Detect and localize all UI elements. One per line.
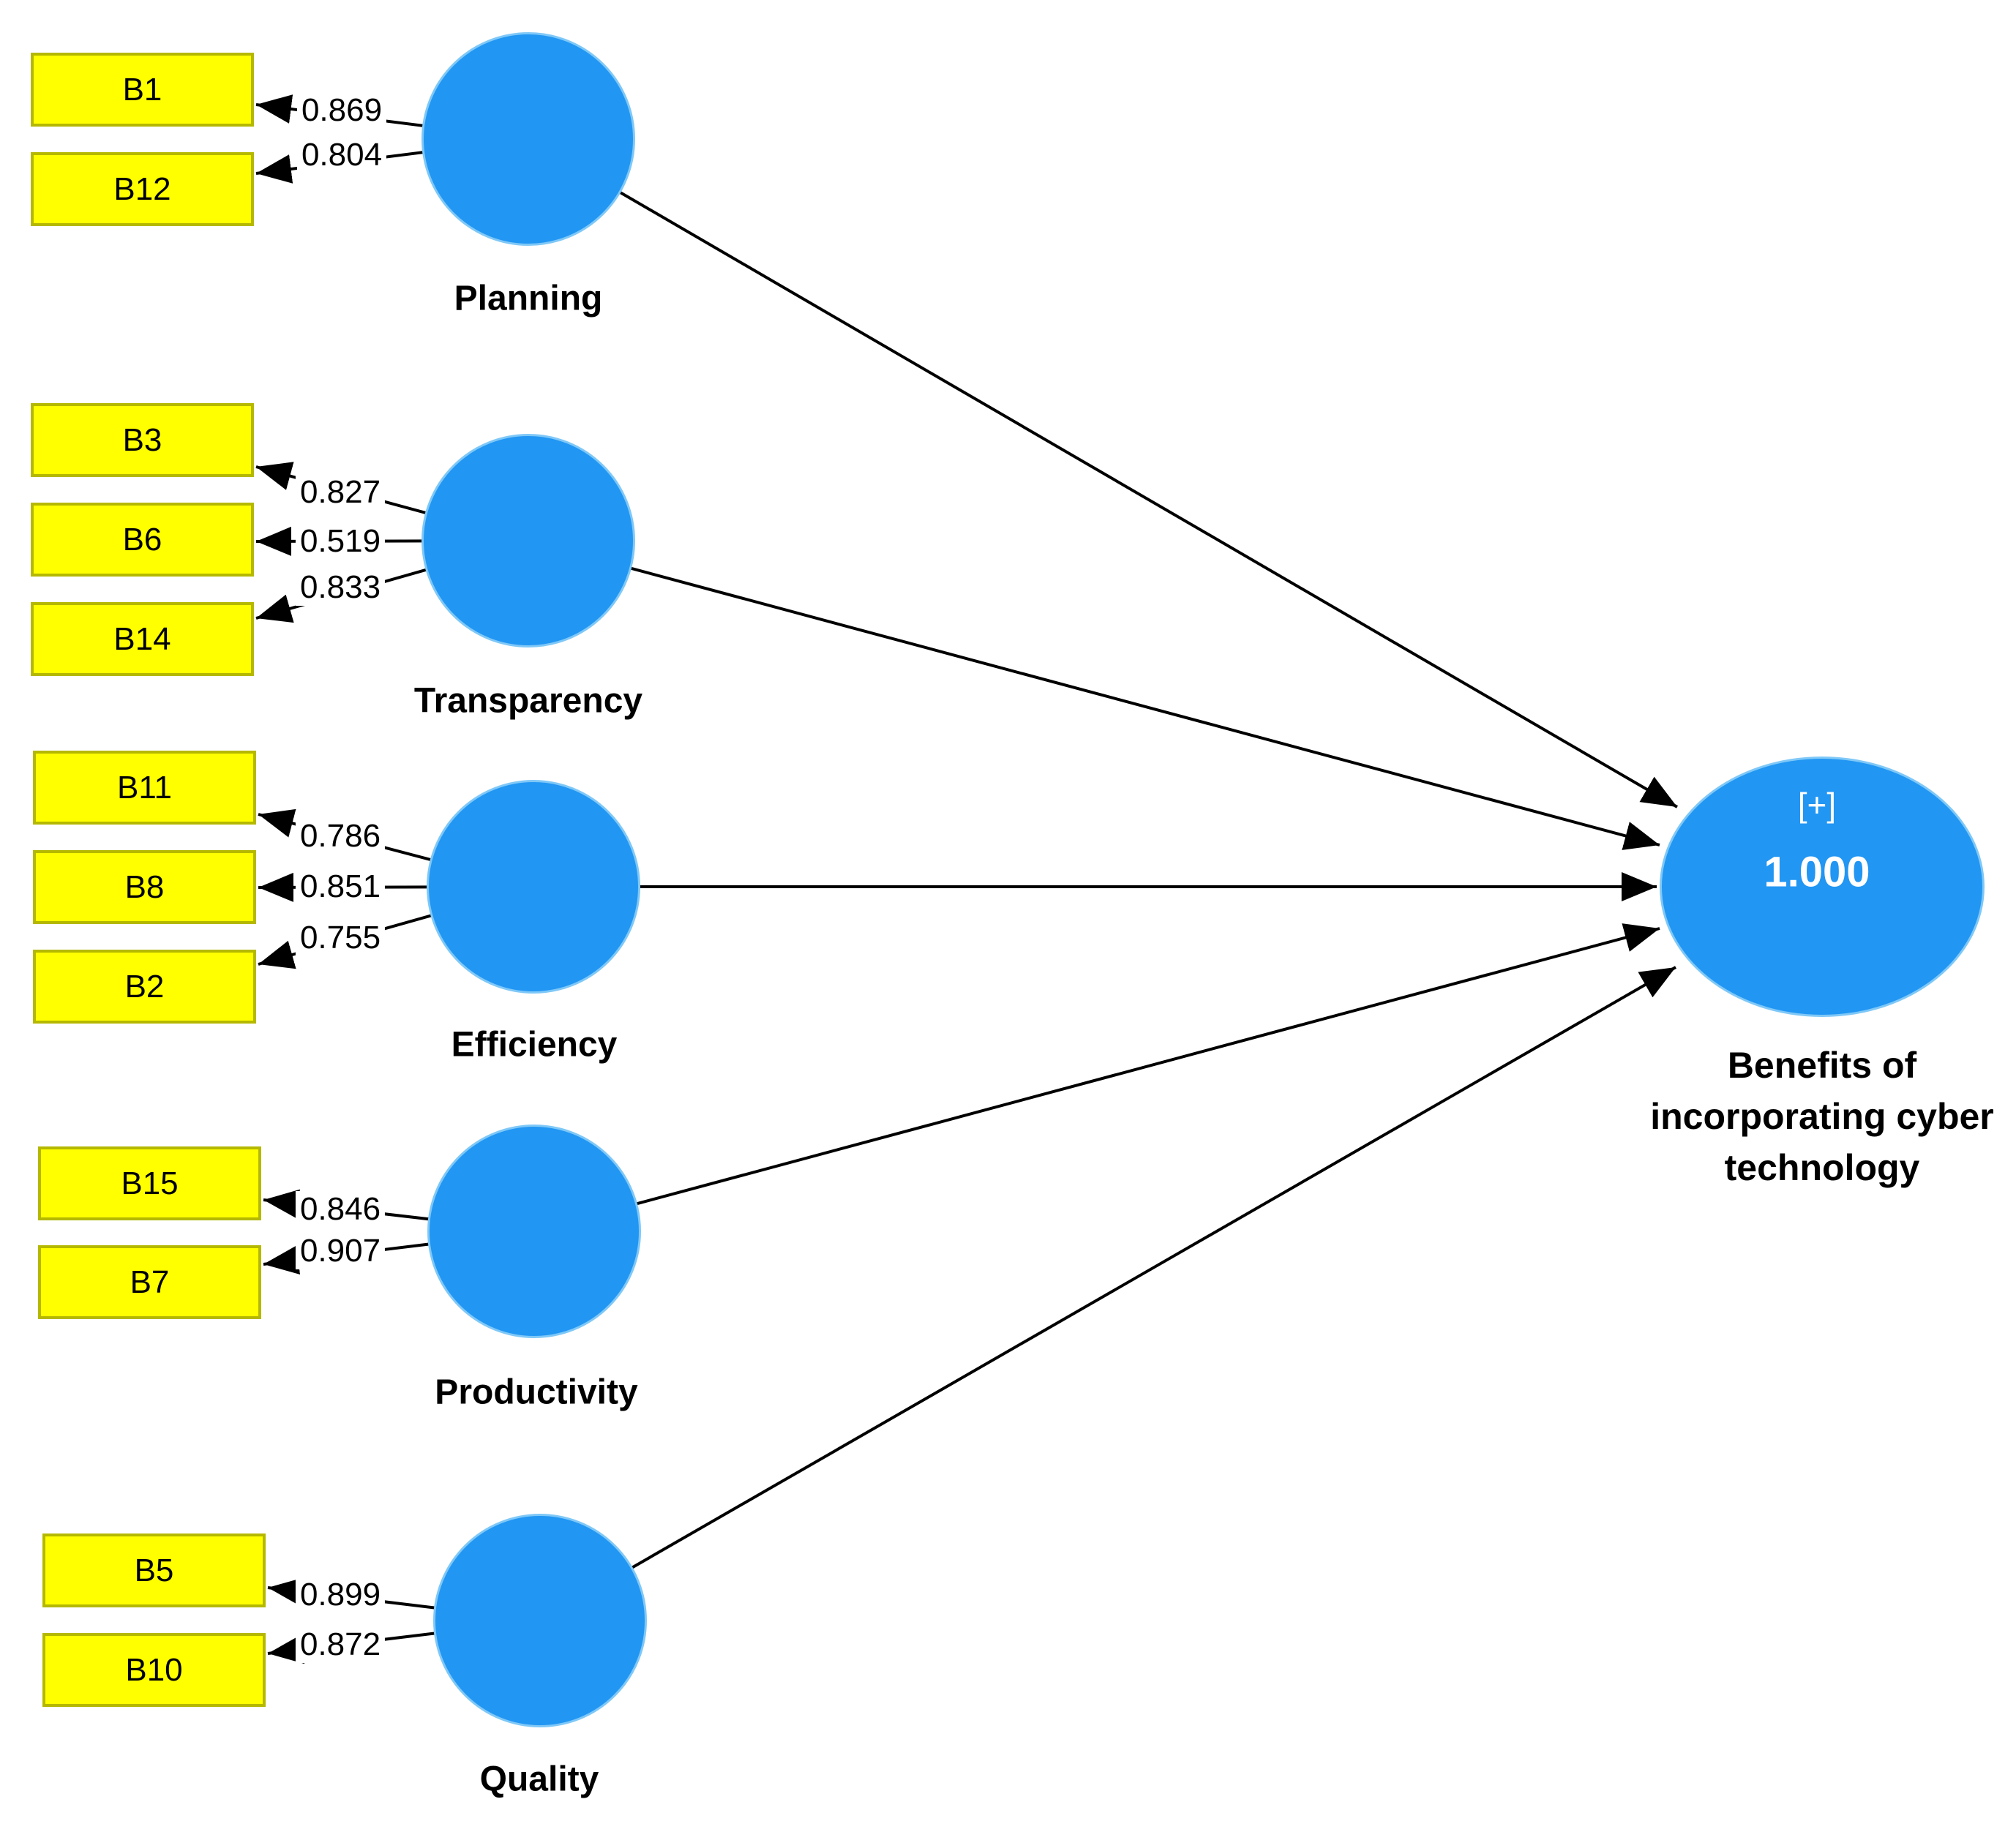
target-r-squared-value: 1.000 [1764, 848, 1870, 896]
expand-indicators-control[interactable]: [+] [1797, 786, 1837, 824]
target-construct-label: Benefits of incorporating cyber technolo… [1650, 1040, 1994, 1193]
construct-circle-efficiency[interactable] [427, 780, 640, 994]
construct-circle-transparency[interactable] [421, 434, 635, 647]
construct-label-efficiency: Efficiency [451, 1025, 618, 1065]
loading-value-b12: 0.804 [296, 137, 387, 173]
construct-label-transparency: Transparency [413, 681, 643, 721]
indicator-box-b5[interactable]: B5 [42, 1533, 266, 1607]
loading-value-b15: 0.846 [295, 1191, 386, 1228]
construct-circle-productivity[interactable] [427, 1125, 641, 1338]
construct-circle-planning[interactable] [421, 32, 635, 246]
target-label-line-2: incorporating cyber [1650, 1096, 1994, 1137]
loading-value-b1: 0.869 [296, 92, 387, 129]
indicator-box-b14[interactable]: B14 [31, 602, 254, 676]
loading-value-b5: 0.899 [295, 1577, 386, 1613]
indicator-box-b8[interactable]: B8 [33, 850, 256, 924]
construct-circle-quality[interactable] [433, 1514, 647, 1727]
construct-label-planning: Planning [454, 279, 603, 318]
indicator-box-b1[interactable]: B1 [31, 53, 254, 127]
loading-value-b14: 0.833 [295, 569, 386, 606]
path-arrow-quality [539, 966, 1676, 1622]
loading-value-b6: 0.519 [295, 523, 386, 560]
indicator-box-b15[interactable]: B15 [38, 1146, 261, 1220]
target-label-line-3: technology [1724, 1147, 1920, 1188]
indicator-box-b2[interactable]: B2 [33, 950, 256, 1024]
loading-value-b10: 0.872 [295, 1626, 386, 1663]
path-arrow-planning [527, 138, 1679, 808]
loading-value-b3: 0.827 [295, 474, 386, 511]
target-label-line-1: Benefits of [1727, 1045, 1917, 1086]
loading-value-b7: 0.907 [295, 1233, 386, 1269]
loading-value-b8: 0.851 [295, 868, 386, 905]
loading-value-b2: 0.755 [295, 920, 386, 956]
indicator-box-b3[interactable]: B3 [31, 403, 254, 477]
loading-value-b11: 0.786 [295, 818, 386, 855]
indicator-box-b7[interactable]: B7 [38, 1245, 261, 1319]
target-construct-ellipse[interactable] [1660, 757, 1985, 1017]
indicator-box-b11[interactable]: B11 [33, 751, 256, 825]
construct-label-productivity: Productivity [435, 1373, 638, 1412]
path-arrow-productivity [533, 923, 1660, 1233]
path-arrow-transparency [528, 539, 1660, 850]
indicator-box-b6[interactable]: B6 [31, 503, 254, 577]
construct-label-quality: Quality [479, 1760, 599, 1799]
indicator-box-b10[interactable]: B10 [42, 1633, 266, 1707]
indicator-box-b12[interactable]: B12 [31, 152, 254, 226]
